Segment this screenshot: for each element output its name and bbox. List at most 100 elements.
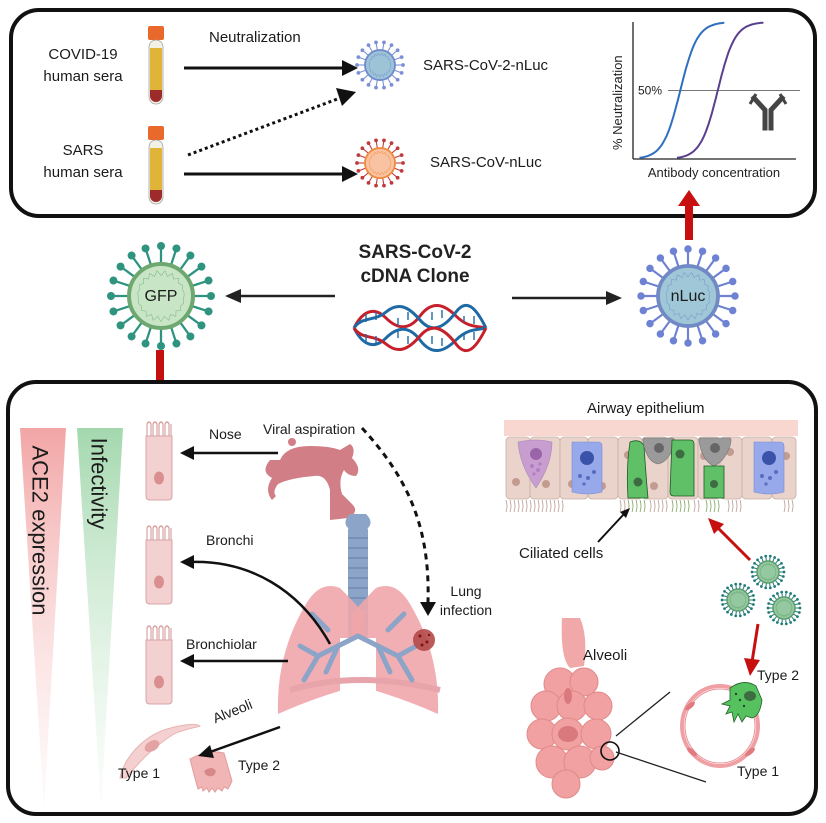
gfp-virus-small-icon xyxy=(750,554,786,590)
arrow-to-bronchi-icon xyxy=(180,555,332,645)
virus-spike-tip xyxy=(722,319,730,328)
virus-spike-tip xyxy=(109,307,118,316)
virus-spike-tip xyxy=(777,558,780,562)
alveolar-sac-icon xyxy=(526,618,620,799)
virus-spike-tip xyxy=(756,558,759,562)
virus-spike-tip xyxy=(726,610,729,614)
virus-spike-tip xyxy=(186,332,195,341)
virus-spike-tip xyxy=(738,614,742,618)
virus-spike-tip xyxy=(726,586,729,590)
virus-spike-tip xyxy=(722,264,730,273)
virus-rna xyxy=(775,598,793,618)
virus-spike-tip xyxy=(775,592,779,595)
virus-rna xyxy=(759,562,777,582)
virus-spike-tip xyxy=(773,585,777,588)
virus-spike-tip xyxy=(768,554,772,558)
virus-spike-tip xyxy=(382,85,386,90)
virus-spike-tip xyxy=(772,594,775,598)
secretory-cell-blue xyxy=(753,441,785,495)
virus-spike-tip xyxy=(399,153,404,158)
virus-rna xyxy=(665,271,711,321)
virus-spike-tip xyxy=(781,566,785,569)
virus-spike-tip xyxy=(720,598,724,602)
lung-infection-label: Lung infection xyxy=(426,582,506,620)
gfp-virus-icon xyxy=(107,242,215,350)
neutralization-panel xyxy=(9,8,817,218)
sars-sera-line1: SARS xyxy=(62,142,104,159)
virus-spike-tip xyxy=(669,336,678,345)
virus-spike-tip xyxy=(639,306,648,315)
virus-spike-tip xyxy=(738,582,742,586)
virus-spike-tip xyxy=(729,613,733,616)
virus-spike-tip xyxy=(751,566,755,569)
virus-spike-tip xyxy=(669,247,678,256)
virus-spike-tip xyxy=(366,141,371,145)
virus-spike-tip xyxy=(356,55,361,60)
virus-spike-tip xyxy=(796,597,799,601)
nluc-label: nLuc xyxy=(670,288,706,305)
virus-spike-tip xyxy=(743,584,747,587)
virus-spike-tip xyxy=(773,556,777,559)
gfp-virus-small-icon xyxy=(720,582,756,618)
arrow-solid-right-icon xyxy=(184,166,358,182)
virus-spike-tip xyxy=(374,40,378,45)
virus-rna xyxy=(368,150,392,176)
lung-infection-line2: infection xyxy=(439,602,493,618)
bronchi-label: Bronchi xyxy=(206,532,254,548)
virus-spike-tip xyxy=(711,330,720,338)
virus-spike-tip xyxy=(360,146,365,151)
virus-spike-tip xyxy=(382,183,386,188)
virus-spike-tip xyxy=(172,244,181,253)
secretory-cell-blue xyxy=(571,441,603,495)
virus-spike-tip xyxy=(750,589,753,593)
alveolus-cross-section-icon xyxy=(680,682,763,768)
virus-spike-tip xyxy=(751,603,755,606)
red-arrow-to-type2-icon xyxy=(744,623,760,676)
virus-spike-tip xyxy=(753,579,756,583)
virus-spike-tip xyxy=(723,607,726,611)
virus-spike-tip xyxy=(731,292,739,300)
virus-spike-tip xyxy=(360,77,365,82)
virus-spike-tip xyxy=(781,575,785,578)
virus-spike-tip xyxy=(656,330,665,338)
arrow-solid-right-icon xyxy=(184,60,358,76)
virus-spike-tip xyxy=(772,618,775,622)
virus-envelope xyxy=(756,560,780,584)
virus-spike-tip xyxy=(355,161,359,165)
virus-spike-tip xyxy=(764,586,768,590)
virus-spike-tip xyxy=(399,70,404,75)
virus-spike-tip xyxy=(711,254,720,262)
virus-spike-tip xyxy=(753,561,756,565)
chart-y-label: % Neutralization xyxy=(610,55,625,150)
infectivity-label: Infectivity xyxy=(86,437,112,530)
virus-spike-tip xyxy=(360,175,365,180)
virus-spike-tip xyxy=(207,292,215,300)
virus-spike-tip xyxy=(767,611,771,614)
arrow-dotted-diagonal-icon xyxy=(187,88,356,157)
blood-tube-icon xyxy=(148,26,164,105)
virus-spike-tip xyxy=(698,336,707,345)
chart-x-label: Antibody concentration xyxy=(648,165,780,180)
virus-spike-tip xyxy=(734,614,738,618)
dna-helix-icon xyxy=(352,304,488,352)
virus-spike-tip xyxy=(395,146,400,151)
cdna-clone-title: SARS-CoV-2 cDNA Clone xyxy=(335,241,495,289)
sars-cov-2-nluc-label: SARS-CoV-2-nLuc xyxy=(423,57,549,74)
nose-label: Nose xyxy=(209,426,242,442)
virus-spike-tip xyxy=(374,183,378,188)
covid19-sera-label: COVID-19 human sera xyxy=(28,44,138,88)
virus-spike-tip xyxy=(389,43,394,47)
nasal-cell-icon xyxy=(145,421,173,501)
virus-spike-tip xyxy=(389,141,394,145)
alveoli-detail-title: Alveoli xyxy=(583,647,628,664)
virus-spike-tip xyxy=(366,43,371,47)
virus-spike-tip xyxy=(401,161,405,165)
virus-spike-tip xyxy=(747,586,750,590)
covid19-sera-line2: human sera xyxy=(43,68,123,85)
virus-spike-tip xyxy=(374,138,378,143)
viral-aspiration-dashed-arrow-icon xyxy=(360,426,436,616)
chart-series-line-1 xyxy=(676,21,764,159)
red-arrow-to-epithelium-icon xyxy=(708,518,752,562)
virus-spike-tip xyxy=(780,579,783,583)
virus-spike-tip xyxy=(723,589,726,593)
